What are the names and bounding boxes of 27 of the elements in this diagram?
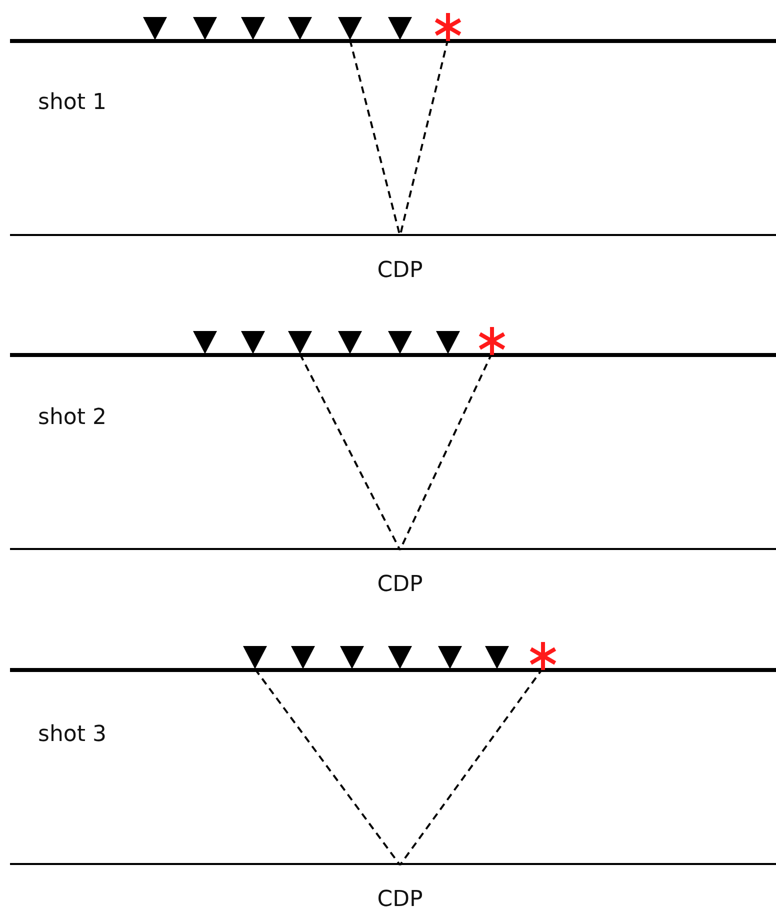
receiver-icon <box>143 17 167 40</box>
receiver-icon <box>388 331 412 354</box>
shot-label: shot 2 <box>38 405 106 431</box>
receiver-icon <box>288 17 312 40</box>
receiver-icon <box>291 646 315 669</box>
receiver-icon <box>388 17 412 40</box>
receiver-icon <box>243 646 267 669</box>
receiver-icon <box>436 331 460 354</box>
receiver-icon <box>288 331 312 354</box>
receiver-icon <box>438 646 462 669</box>
receiver-icon <box>338 17 362 40</box>
receiver-icon <box>388 646 412 669</box>
receiver-icon <box>241 17 265 40</box>
receiver-icon <box>193 331 217 354</box>
shot-label: shot 1 <box>38 90 106 116</box>
source-icon <box>476 325 508 357</box>
point-label: CDP <box>370 550 430 598</box>
source-icon <box>527 640 559 672</box>
shot-label: shot 3 <box>38 722 106 748</box>
point-label: CDP <box>370 236 430 284</box>
point-label: CDP <box>370 865 430 913</box>
receiver-icon <box>340 646 364 669</box>
source-icon <box>432 11 464 43</box>
receiver-icon <box>193 17 217 40</box>
receiver-icon <box>241 331 265 354</box>
receiver-icon <box>485 646 509 669</box>
receiver-icon <box>338 331 362 354</box>
